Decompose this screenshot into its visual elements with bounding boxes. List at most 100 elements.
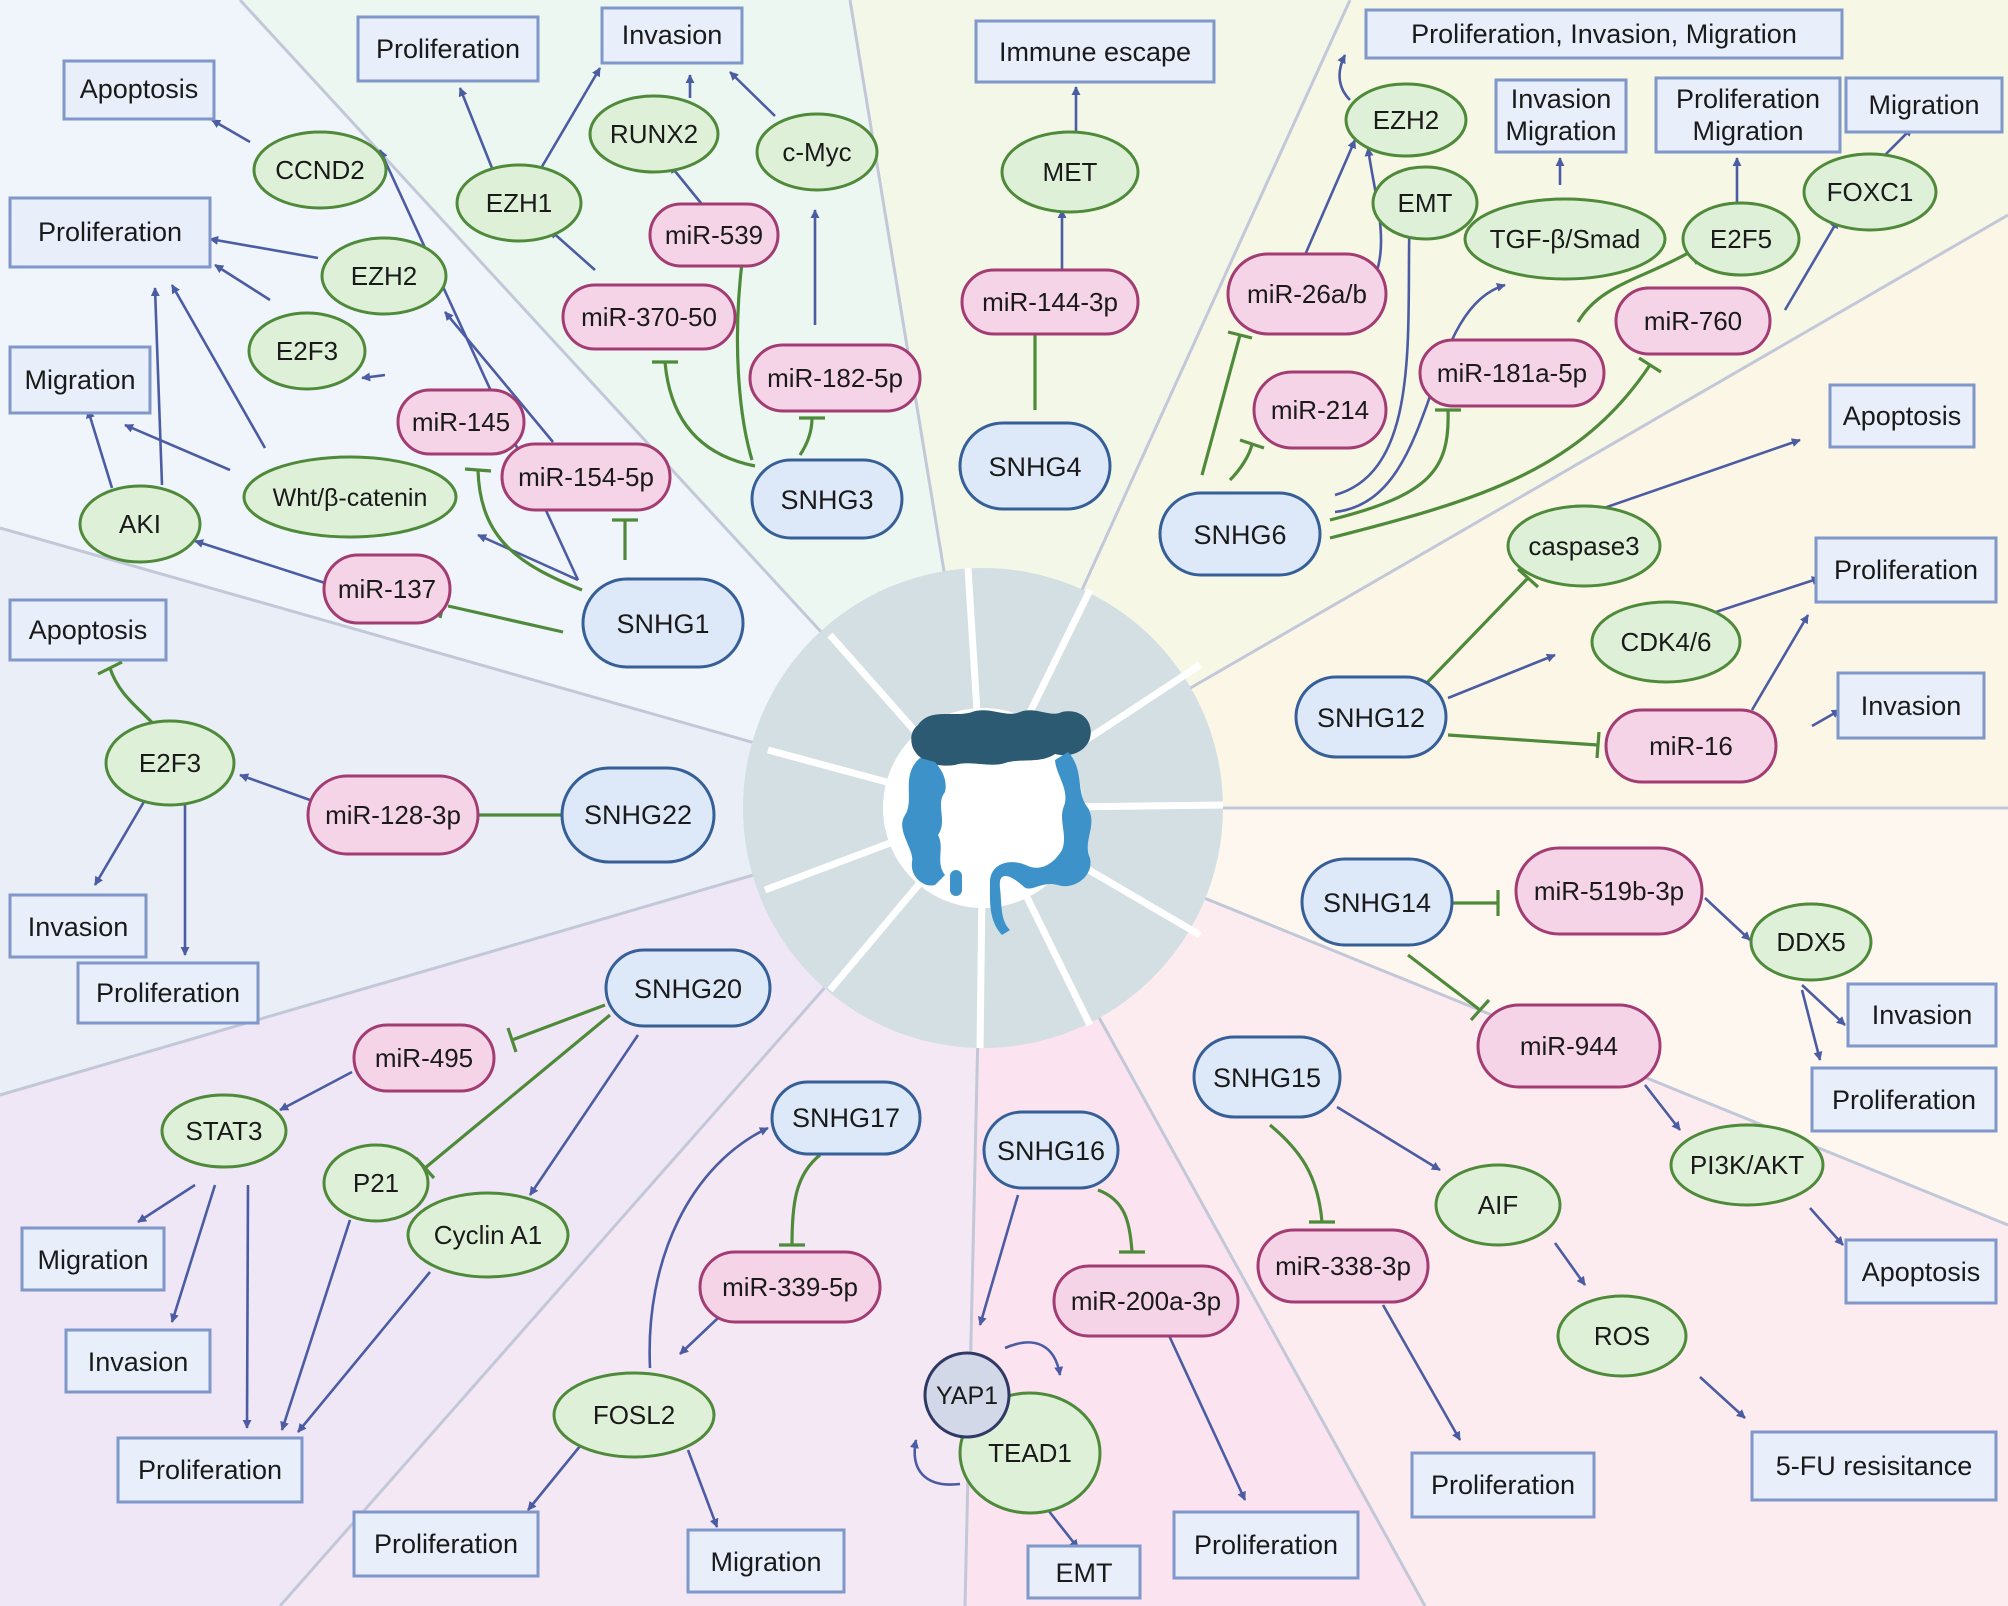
node-emt-snhg6: EMT (1371, 165, 1479, 241)
svg-text:E2F5: E2F5 (1710, 224, 1772, 254)
outcome-emt-snhg16: EMT (1026, 1544, 1142, 1600)
svg-text:miR-26a/b: miR-26a/b (1247, 279, 1367, 309)
svg-text:CCND2: CCND2 (275, 155, 365, 185)
svg-text:Proliferation: Proliferation (374, 1529, 518, 1559)
node-tgf-beta-smad: TGF-β/Smad (1463, 197, 1667, 281)
outcome-invasion-snhg22: Invasion (8, 893, 148, 959)
svg-text:miR-539: miR-539 (665, 220, 763, 250)
node-e2f3-snhg1: E2F3 (247, 311, 367, 391)
node-snhg6: SNHG6 (1158, 491, 1322, 577)
svg-text:MET: MET (1043, 157, 1098, 187)
svg-text:Cyclin A1: Cyclin A1 (434, 1220, 542, 1250)
node-mir-137: miR-137 (322, 553, 452, 625)
outcome-migration-snhg17: Migration (686, 1528, 846, 1594)
node-wnt-beta-catenin: Wht/β-catenin (242, 455, 458, 539)
node-mir-214: miR-214 (1252, 370, 1388, 450)
svg-text:SNHG1: SNHG1 (616, 609, 709, 639)
node-snhg1: SNHG1 (581, 577, 745, 669)
node-mir-519b-3p: miR-519b-3p (1514, 846, 1704, 936)
node-e2f3-snhg22: E2F3 (104, 719, 236, 807)
svg-text:SNHG3: SNHG3 (780, 485, 873, 515)
node-snhg14: SNHG14 (1300, 857, 1454, 947)
svg-text:EZH1: EZH1 (486, 188, 552, 218)
outcome-proliferation-snhg17: Proliferation (352, 1510, 540, 1578)
sector-snhg22 (0, 528, 983, 1095)
node-runx2: RUNX2 (588, 94, 720, 174)
node-mir-495: miR-495 (352, 1023, 496, 1093)
svg-text:miR-181a-5p: miR-181a-5p (1437, 358, 1587, 388)
outcome-apoptosis-snhg14: Apoptosis (1844, 1238, 1998, 1305)
svg-text:Proliferation: Proliferation (1194, 1530, 1338, 1560)
svg-text:Apoptosis: Apoptosis (1843, 401, 1962, 431)
svg-text:Proliferation: Proliferation (1676, 84, 1820, 114)
svg-text:EZH2: EZH2 (1373, 105, 1439, 135)
svg-text:EMT: EMT (1056, 1558, 1113, 1588)
node-aif: AIF (1434, 1163, 1562, 1247)
node-mir-539: miR-539 (648, 202, 780, 268)
outcome-proliferation-snhg15: Proliferation (1410, 1451, 1596, 1519)
svg-text:SNHG12: SNHG12 (1317, 703, 1425, 733)
outcome-proliferation-snhg3: Proliferation (356, 15, 540, 83)
node-snhg17: SNHG17 (770, 1080, 922, 1156)
svg-text:TGF-β/Smad: TGF-β/Smad (1490, 224, 1641, 254)
node-cdk4-6: CDK4/6 (1590, 600, 1742, 684)
svg-text:Proliferation: Proliferation (96, 978, 240, 1008)
node-fosl2: FOSL2 (552, 1371, 716, 1459)
node-snhg12: SNHG12 (1294, 675, 1448, 759)
node-snhg22: SNHG22 (560, 766, 716, 864)
node-mir-154-5p: miR-154-5p (500, 442, 672, 512)
outcome-invasion-snhg20: Invasion (64, 1328, 212, 1394)
outcome-proliferation-snhg16: Proliferation (1172, 1510, 1360, 1580)
svg-text:Invasion: Invasion (622, 20, 723, 50)
gene-nodes: CCND2 EZH2 E2F3 Wht/β-catenin AKI EZH1 R… (78, 82, 1938, 1515)
svg-text:Invasion: Invasion (28, 912, 129, 942)
svg-text:FOXC1: FOXC1 (1827, 177, 1914, 207)
node-ezh2-snhg1: EZH2 (320, 236, 448, 316)
svg-text:miR-339-5p: miR-339-5p (722, 1272, 858, 1302)
outcome-5fu-resistance: 5-FU resisitance (1750, 1430, 1998, 1502)
node-mir-760: miR-760 (1614, 286, 1772, 356)
outcome-immune-escape: Immune escape (974, 19, 1216, 84)
node-cyclin-a1: Cyclin A1 (406, 1191, 570, 1279)
svg-text:miR-145: miR-145 (412, 407, 510, 437)
svg-text:SNHG22: SNHG22 (584, 800, 692, 830)
svg-text:STAT3: STAT3 (185, 1116, 262, 1146)
node-mir-128-3p: miR-128-3p (306, 774, 480, 856)
node-ccnd2: CCND2 (252, 130, 388, 210)
node-mir-338-3p: miR-338-3p (1256, 1228, 1430, 1304)
node-yap1: YAP1 (923, 1351, 1011, 1439)
activation-arrows (86, 54, 1913, 1549)
node-mir-944: miR-944 (1476, 1003, 1662, 1089)
svg-text:miR-144-3p: miR-144-3p (982, 287, 1118, 317)
svg-text:miR-760: miR-760 (1644, 306, 1742, 336)
node-mir-370-50: miR-370-50 (561, 283, 737, 351)
center-wheel (743, 567, 1224, 1049)
outcome-invasion-snhg3: Invasion (600, 6, 744, 65)
svg-text:SNHG17: SNHG17 (792, 1103, 900, 1133)
node-stat3: STAT3 (160, 1093, 288, 1169)
node-mir-200a-3p: miR-200a-3p (1052, 1264, 1240, 1338)
mirna-nodes: miR-137 miR-145 miR-154-5p miR-370-50 mi… (306, 202, 1778, 1338)
svg-text:miR-370-50: miR-370-50 (581, 302, 717, 332)
node-caspase3: caspase3 (1506, 504, 1662, 588)
node-mir-16: miR-16 (1604, 708, 1778, 784)
svg-text:Invasion: Invasion (1511, 84, 1612, 114)
svg-text:miR-338-3p: miR-338-3p (1275, 1251, 1411, 1281)
outcome-proliferation-snhg12: Proliferation (1814, 536, 1998, 604)
svg-text:miR-214: miR-214 (1271, 395, 1369, 425)
snhg-nodes: SNHG1 SNHG3 SNHG4 SNHG6 SNHG12 SNHG14 SN… (560, 421, 1454, 1190)
outcome-apoptosis-snhg22: Apoptosis (8, 598, 168, 662)
svg-text:Migration: Migration (1692, 116, 1803, 146)
svg-text:Invasion: Invasion (1861, 691, 1962, 721)
svg-text:miR-200a-3p: miR-200a-3p (1071, 1286, 1221, 1316)
outcome-invasion-snhg12: Invasion (1836, 671, 1986, 740)
svg-text:E2F3: E2F3 (276, 336, 338, 366)
node-snhg3: SNHG3 (750, 458, 904, 540)
node-e2f5: E2F5 (1681, 201, 1801, 277)
svg-text:miR-519b-3p: miR-519b-3p (1534, 876, 1684, 906)
svg-text:Migration: Migration (37, 1245, 148, 1275)
svg-text:SNHG14: SNHG14 (1323, 888, 1431, 918)
svg-text:EZH2: EZH2 (351, 261, 417, 291)
svg-text:CDK4/6: CDK4/6 (1620, 627, 1711, 657)
svg-text:SNHG16: SNHG16 (997, 1136, 1105, 1166)
